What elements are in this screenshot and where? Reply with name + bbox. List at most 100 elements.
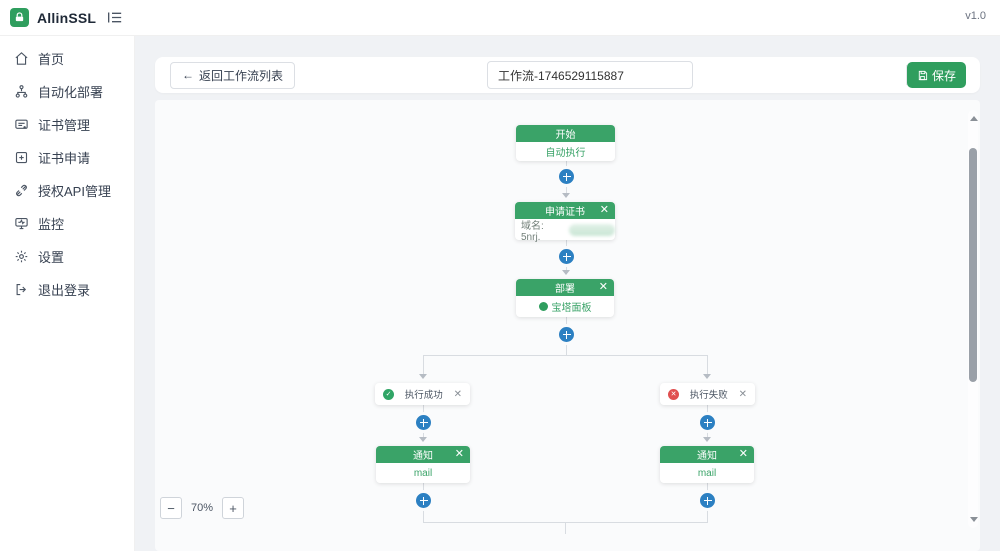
sidebar-item-label: 退出登录 [38,283,91,298]
connector-arrow [562,193,570,198]
close-icon[interactable]: ✕ [738,388,747,400]
monitor-icon [15,217,28,230]
node-start-header: 开始 [516,125,615,142]
add-node-button[interactable] [559,169,574,184]
sidebar-item-cert-manage[interactable]: 证书管理 [0,108,134,141]
sidebar: 首页 自动化部署 证书管理 证书申请 授权API管理 监控 设置 退出登录 [0,36,135,551]
node-apply-certificate[interactable]: 申请证书 ✕ 域名: 5nrj. [515,202,615,243]
sidebar-item-label: 首页 [38,52,65,67]
redacted-domain [568,223,615,236]
toolbar-divider [906,65,907,85]
branch-split-line [423,355,708,356]
domain-text: 域名: 5nrj. [521,220,544,243]
connector-arrow [703,437,711,442]
fail-cross-icon: ✕ [668,388,679,400]
top-bar: AllinSSL v1.0 [0,0,1000,36]
node-deploy[interactable]: 部署 ✕ 宝塔面板 [516,279,614,317]
sidebar-item-label: 监控 [38,217,65,232]
node-title: 开始 [555,130,576,141]
sidebar-item-auto-deploy[interactable]: 自动化部署 [0,75,134,108]
scroll-up-icon[interactable] [969,116,978,121]
close-icon[interactable]: ✕ [738,448,748,460]
minus-icon: − [167,500,175,516]
certificate-icon [15,119,28,129]
node-apply-certificate-header: 申请证书 ✕ [515,202,615,219]
app-logo: AllinSSL [0,8,103,27]
workflow-icon [15,85,28,98]
save-button-label: 保存 [931,68,956,83]
workflow-canvas[interactable]: 开始 自动执行 申请证书 ✕ 域名: 5nrj. 部署 [155,100,980,551]
connector-line [423,355,424,377]
sidebar-item-label: 自动化部署 [38,85,104,100]
node-notify-header: 通知 ✕ [376,446,470,463]
zoom-in-button[interactable]: + [222,497,245,519]
sidebar-item-monitor[interactable]: 监控 [0,207,134,240]
connector-line [707,355,708,377]
zoom-out-button[interactable]: − [160,497,182,519]
sidebar-item-label: 授权API管理 [38,184,111,199]
back-button-label: 返回工作流列表 [199,68,284,83]
app-title: AllinSSL [37,9,97,26]
branch-label: 执行失败 [689,390,728,401]
node-deploy-header: 部署 ✕ [516,279,614,296]
node-title: 通知 [697,451,717,462]
add-node-button[interactable] [416,415,431,430]
gear-icon [15,250,28,263]
app-version: v1.0 [965,10,986,22]
node-title: 申请证书 [545,207,585,218]
save-button[interactable]: 保存 [906,62,966,88]
notify-channel: mail [697,467,717,479]
lock-logo-icon [10,8,29,27]
connector-arrow [562,270,570,275]
add-node-button[interactable] [416,493,431,508]
workflow-toolbar: ← 返回工作流列表 保存 [155,57,980,93]
sidebar-item-label: 证书申请 [38,151,91,166]
scrollbar-thumb[interactable] [969,148,977,382]
plus-icon: + [229,500,237,516]
sidebar-item-logout[interactable]: 退出登录 [0,273,134,306]
deploy-target: 宝塔面板 [551,303,592,314]
node-notify-fail[interactable]: 通知 ✕ mail [660,446,754,483]
sidebar-item-home[interactable]: 首页 [0,42,134,75]
zoom-level: 70% [191,502,214,514]
node-start[interactable]: 开始 自动执行 [516,125,615,161]
close-icon[interactable]: ✕ [454,448,464,460]
add-node-button[interactable] [559,249,574,264]
canvas-scrollbar[interactable] [968,110,978,528]
close-icon[interactable]: ✕ [599,204,609,216]
plus-square-icon [15,151,28,164]
sidebar-item-label: 证书管理 [38,118,91,133]
connector-arrow [419,437,427,442]
node-start-mode: 自动执行 [545,148,586,159]
home-icon [15,52,28,65]
link-icon [16,184,27,197]
add-node-button[interactable] [700,493,715,508]
node-notify-header: 通知 ✕ [660,446,754,463]
close-icon[interactable]: ✕ [598,281,608,293]
add-node-button[interactable] [559,327,574,342]
close-icon[interactable]: ✕ [453,388,462,400]
connector-line [565,522,566,534]
branch-success[interactable]: ✓ 执行成功 ✕ [375,383,470,405]
sidebar-item-cert-apply[interactable]: 证书申请 [0,141,134,174]
save-icon [918,70,928,80]
sidebar-item-label: 设置 [38,250,65,265]
scroll-down-icon[interactable] [969,517,978,522]
sidebar-item-api-auth[interactable]: 授权API管理 [0,174,134,207]
main-content: ← 返回工作流列表 保存 [135,36,1000,551]
node-notify-success[interactable]: 通知 ✕ mail [376,446,470,483]
add-node-button[interactable] [700,415,715,430]
node-title: 通知 [413,451,433,462]
back-to-workflow-list-button[interactable]: ← 返回工作流列表 [170,61,296,89]
success-check-icon: ✓ [383,388,394,400]
workflow-name-input[interactable] [487,61,693,89]
notify-channel: mail [413,467,433,479]
zoom-controls: − 70% + [160,497,245,519]
node-title: 部署 [555,284,575,295]
back-arrow-icon: ← [182,68,194,82]
branch-fail[interactable]: ✕ 执行失败 ✕ [660,383,755,405]
logout-icon [16,283,27,296]
sidebar-collapse-icon[interactable] [107,11,122,24]
baota-panel-icon [538,302,548,311]
sidebar-item-settings[interactable]: 设置 [0,240,134,273]
